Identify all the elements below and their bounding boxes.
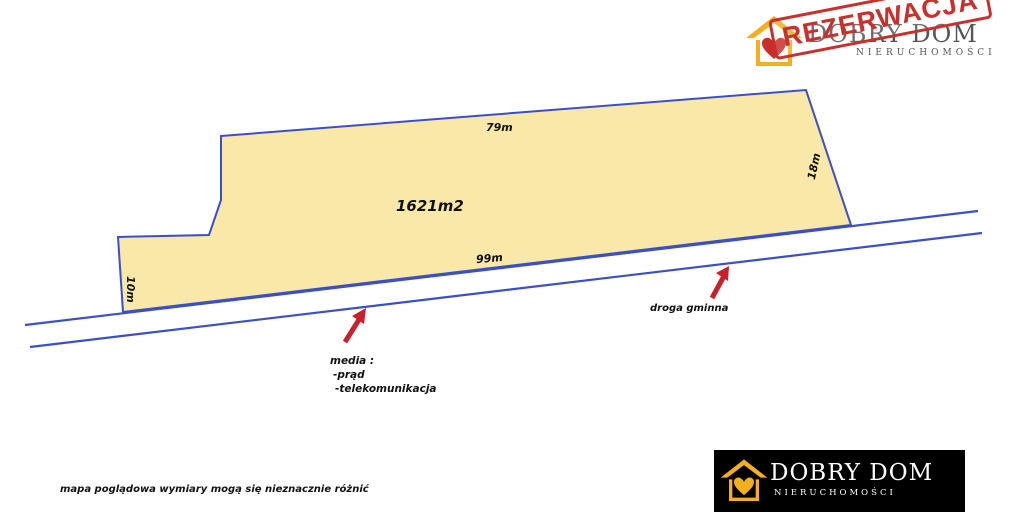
dimension-left: 10m bbox=[124, 276, 137, 303]
house-heart-icon bbox=[720, 459, 768, 501]
dimension-top: 79m bbox=[486, 121, 513, 134]
road-label: droga gminna bbox=[650, 303, 729, 314]
disclaimer-note: mapa poglądowa wymiary mogą się nieznacz… bbox=[60, 484, 369, 495]
media-item-power: -prąd bbox=[333, 369, 365, 381]
logo-top: DOBRY DOM NIERUCHOMOŚCI bbox=[744, 12, 1014, 72]
logo-top-brand: DOBRY DOM bbox=[808, 20, 978, 48]
media-block: media : -prąd -telekomunikacja bbox=[330, 354, 437, 396]
media-title: media : bbox=[330, 355, 375, 367]
road-line-upper bbox=[24, 209, 979, 327]
media-item-telecom: -telekomunikacja bbox=[335, 383, 437, 395]
house-heart-icon bbox=[746, 16, 802, 66]
dimension-bottom: 99m bbox=[475, 250, 504, 267]
road-line-lower bbox=[29, 231, 983, 349]
logo-top-sub: NIERUCHOMOŚCI bbox=[856, 48, 996, 58]
logo-bottom-sub: NIERUCHOMOŚCI bbox=[774, 488, 896, 498]
arrow-icon-media bbox=[342, 308, 366, 344]
logo-bottom-brand: DOBRY DOM bbox=[770, 460, 934, 486]
logo-bottom: DOBRY DOM NIERUCHOMOŚCI bbox=[714, 450, 965, 512]
plot-area-label: 1621m2 bbox=[396, 197, 464, 215]
plot-shape bbox=[116, 88, 853, 314]
arrow-icon-road bbox=[709, 266, 729, 300]
